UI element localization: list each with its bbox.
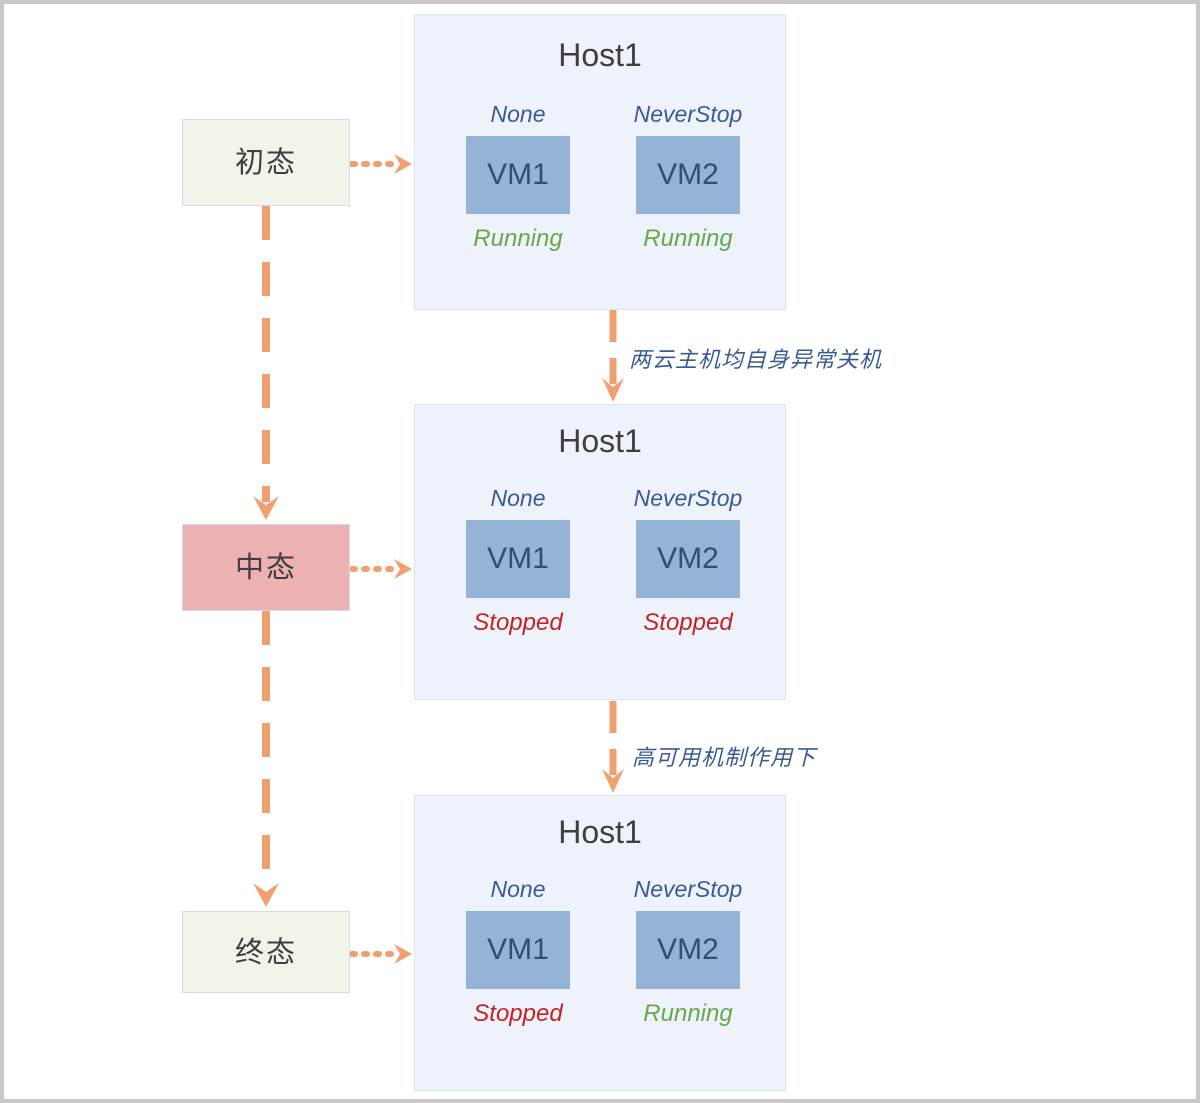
vm-policy-stage-1-vm1: None — [490, 101, 546, 127]
vm-group-stage-1-vm2: NeverStop VM2 Running — [613, 103, 763, 251]
vm-tile-label-stage-1-vm2: VM2 — [657, 158, 719, 191]
vm-status-stage-3-vm2: Running — [643, 1000, 733, 1027]
vm-tile-label-stage-2-vm1: VM1 — [487, 542, 549, 575]
vm-policy-stage-2-vm2: NeverStop — [633, 485, 743, 511]
vm-group-stage-2-vm2: NeverStop VM2 Stopped — [613, 487, 763, 635]
vm-tile-label-stage-2-vm2: VM2 — [657, 542, 719, 575]
vm-status-stage-2-vm1: Stopped — [473, 609, 563, 636]
host-title-stage-2: Host1 — [558, 423, 642, 459]
host-title-stage-1: Host1 — [558, 37, 642, 73]
host-box-stage-1[interactable]: Host1 None VM1 Running NeverStop VM2 Run… — [414, 14, 786, 310]
vm-group-stage-2-vm1: None VM1 Stopped — [443, 487, 593, 635]
vm-status-stage-3-vm1: Stopped — [473, 1000, 563, 1027]
state-box-middle[interactable]: 中态 — [182, 524, 350, 611]
state-label-final: 终态 — [234, 934, 297, 969]
vm-policy-stage-3-vm2: NeverStop — [633, 876, 743, 902]
state-label-middle: 中态 — [234, 550, 297, 584]
transition-label-host1-to-host2: 两云主机均自身异常关机 — [629, 348, 883, 373]
vm-status-stage-1-vm1: Running — [473, 225, 563, 252]
vm-tile-label-stage-1-vm1: VM1 — [487, 158, 549, 191]
state-box-initial[interactable]: 初态 — [182, 119, 350, 206]
dotted-arrow-initial-to-host1 — [350, 149, 420, 179]
dotted-arrow-final-to-host3 — [350, 939, 420, 969]
vm-tile-label-stage-3-vm1: VM1 — [487, 933, 549, 966]
vm-tile-label-stage-3-vm2: VM2 — [657, 933, 719, 966]
vm-tile-stage-3-vm2[interactable]: VM2 — [636, 911, 740, 989]
host-title-stage-3: Host1 — [558, 814, 642, 850]
state-box-final[interactable]: 终态 — [182, 911, 350, 993]
transition-label-host2-to-host3: 高可用机制作用下 — [632, 746, 817, 771]
dashed-arrow-host1-to-host2 — [601, 310, 625, 406]
vm-tile-stage-3-vm1[interactable]: VM1 — [466, 911, 570, 989]
vm-group-stage-3-vm2: NeverStop VM2 Running — [613, 878, 763, 1026]
vm-status-stage-2-vm2: Stopped — [643, 609, 733, 636]
dotted-arrow-middle-to-host2 — [350, 554, 420, 584]
vm-group-stage-3-vm1: None VM1 Stopped — [443, 878, 593, 1026]
vm-status-stage-1-vm2: Running — [643, 225, 733, 252]
vm-policy-stage-1-vm2: NeverStop — [633, 101, 743, 127]
vm-policy-stage-3-vm1: None — [490, 876, 546, 902]
vm-tile-stage-2-vm1[interactable]: VM1 — [466, 520, 570, 598]
vm-policy-stage-2-vm1: None — [490, 485, 546, 511]
dashed-arrow-middle-to-final — [251, 611, 281, 913]
vm-tile-stage-1-vm2[interactable]: VM2 — [636, 136, 740, 214]
host-box-stage-3[interactable]: Host1 None VM1 Stopped NeverStop VM2 Run… — [414, 795, 786, 1091]
vm-group-stage-1-vm1: None VM1 Running — [443, 103, 593, 251]
state-label-initial: 初态 — [234, 145, 297, 179]
vm-tile-stage-1-vm1[interactable]: VM1 — [466, 136, 570, 214]
vm-tile-stage-2-vm2[interactable]: VM2 — [636, 520, 740, 598]
dashed-arrow-host2-to-host3 — [601, 701, 625, 797]
host-box-stage-2[interactable]: Host1 None VM1 Stopped NeverStop VM2 Sto… — [414, 404, 786, 700]
dashed-arrow-initial-to-middle — [251, 206, 281, 526]
